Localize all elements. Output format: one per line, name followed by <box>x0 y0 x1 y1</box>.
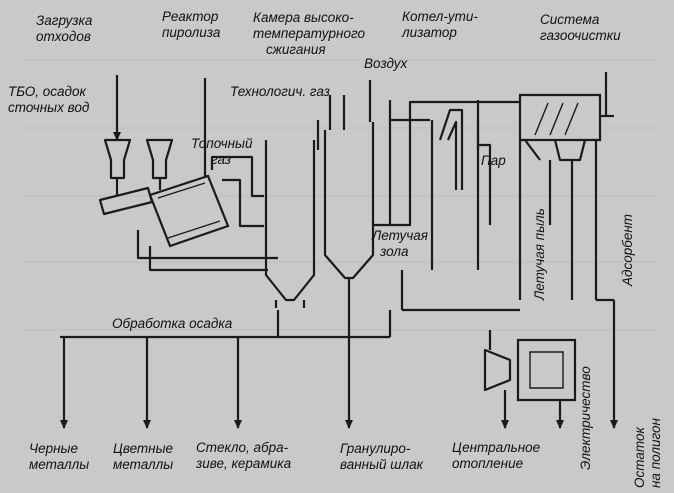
label-electricity: Электричество <box>578 366 593 470</box>
fuel-gas-loop <box>136 155 278 272</box>
label-steam: Пар <box>481 153 506 168</box>
label-adsorbent: Адсорбент <box>620 214 635 287</box>
turbine-generator <box>483 330 577 402</box>
label-air: Воздух <box>364 56 409 71</box>
label-landfill-residue: Остатокна полигон <box>632 418 663 488</box>
label-waste-heat-boiler: Котел-ути-лизатор <box>401 9 478 40</box>
label-sludge-processing: Обработка осадка <box>112 316 233 331</box>
combustion-chamber <box>264 80 480 308</box>
label-process-gas: Технологич. газ <box>230 84 330 99</box>
waste-heat-boiler <box>430 100 492 270</box>
output-arrows <box>60 290 618 429</box>
label-glass: Стекло, абра-зиве, керамика <box>195 440 292 471</box>
sludge-processing-line <box>60 270 520 339</box>
label-slag: Гранулиро-ванный шлак <box>340 441 424 472</box>
gas-cleaning-unit <box>480 72 614 300</box>
pyrolysis-reactor <box>148 78 230 248</box>
label-fly-ash-vertical: Летучая пыль <box>532 208 547 301</box>
